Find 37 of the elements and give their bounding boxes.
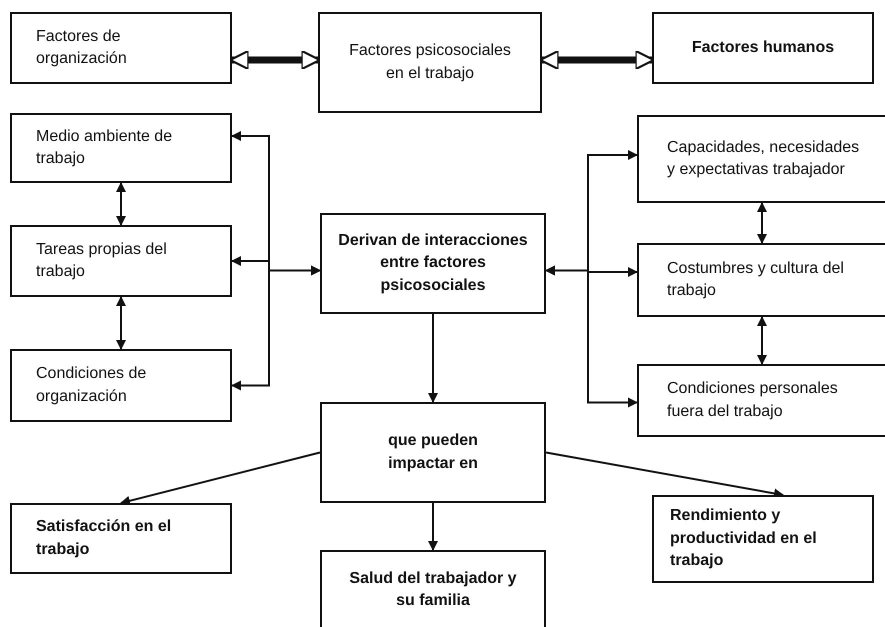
factor-box [637,364,885,437]
arrow [428,503,438,551]
box-text: Medio ambiente de trabajo [36,126,174,169]
arrow [116,182,126,226]
arrow [231,266,321,390]
box-text: Tareas propias del trabajo [36,240,168,282]
box-text: Condiciones de organización [36,364,148,406]
factor-box [637,243,885,317]
box-text: Salud del trabajador y su familia [348,568,518,611]
box-text: Factores de organización [36,26,128,69]
process-box [320,402,546,503]
factor-box [320,550,546,627]
process-box [320,213,546,314]
box-text: Rendimiento y productividad en el trabajo [670,506,818,572]
factor-box [637,115,885,203]
factor-box [652,495,874,583]
box-text: que pueden impactar en [387,431,479,474]
box-text: Satisfacción en el trabajo [36,517,172,560]
box-text: Factores humanos [692,38,834,58]
box-text: Derivan de interacciones entre factores psicosociales [337,230,529,296]
box-text: Condiciones personales fuera del trabajo [667,379,839,422]
arrow [545,266,638,408]
arrow [428,314,438,403]
arrow [757,316,767,365]
box-text: Capacidades, necesidades y expectativas trabajador [667,138,860,180]
arrow [116,296,126,350]
factor-box [10,12,232,84]
factor-box [652,12,874,84]
factor-box [10,113,232,183]
arrow [757,202,767,244]
box-text: Factores psicosociales en el trabajo [348,41,512,84]
factor-box [10,503,232,574]
factor-box [10,349,232,422]
arrow [120,452,320,506]
factor-box [318,12,542,113]
factor-box [10,225,232,297]
box-text: Costumbres y cultura del trabajo [667,258,845,301]
